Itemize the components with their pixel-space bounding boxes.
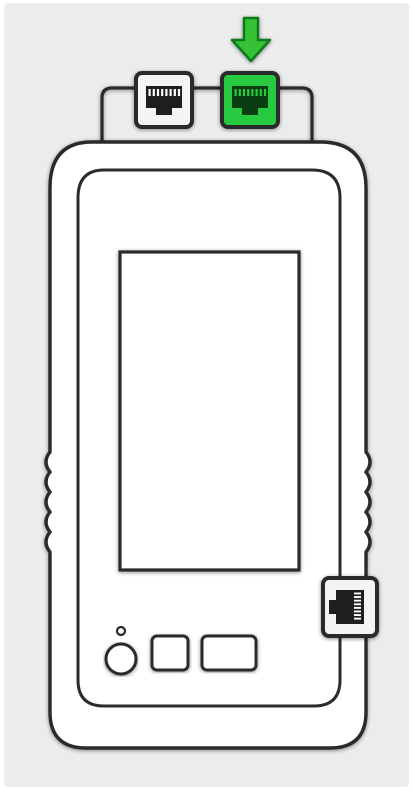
arrow-down-icon [230,16,272,63]
rj45-contact-pin [165,89,168,96]
power-button [104,642,138,676]
device-body-inner [76,168,342,708]
rj45-contact-pin [156,89,160,96]
rj45-contact-pin [247,89,250,96]
rj45-contact-pin [354,603,361,606]
rj45-contact-pin [354,596,361,598]
ethernet-port-icon [329,590,364,624]
rj45-contact-pin [263,89,267,96]
connector-housing [100,86,314,142]
rj45-contact-pin [177,89,181,96]
status-led [115,625,127,637]
display-screen [118,250,301,572]
rj45-contact-pin [152,89,155,96]
rj45-contact-pin [169,89,172,96]
rj45-contact-pin [354,610,361,613]
rj45-contact-pin [242,89,246,96]
rj45-contact-pin [234,89,237,96]
rj45-port-side [321,576,379,638]
rj45-contact-pin [161,89,164,96]
rj45-contact-pin [354,606,361,609]
rj45-port-left [134,71,194,129]
rect-button [200,634,258,672]
square-button [150,634,190,672]
rj45-contact-pin [354,614,361,616]
rj45-contact-pin [148,89,151,96]
rj45-contact-pin [354,592,361,595]
rj45-contact-pin [259,89,262,96]
ethernet-port-icon [232,86,268,115]
rj45-contact-pin [173,89,176,96]
rj45-contact-pin [255,89,258,96]
rj45-contact-pin [238,89,241,96]
rj45-contact-pin [354,599,361,602]
ethernet-port-icon [146,86,182,115]
rj45-port-right [220,71,280,129]
rj45-contact-pin [354,617,361,620]
rj45-contact-pin [251,89,254,96]
